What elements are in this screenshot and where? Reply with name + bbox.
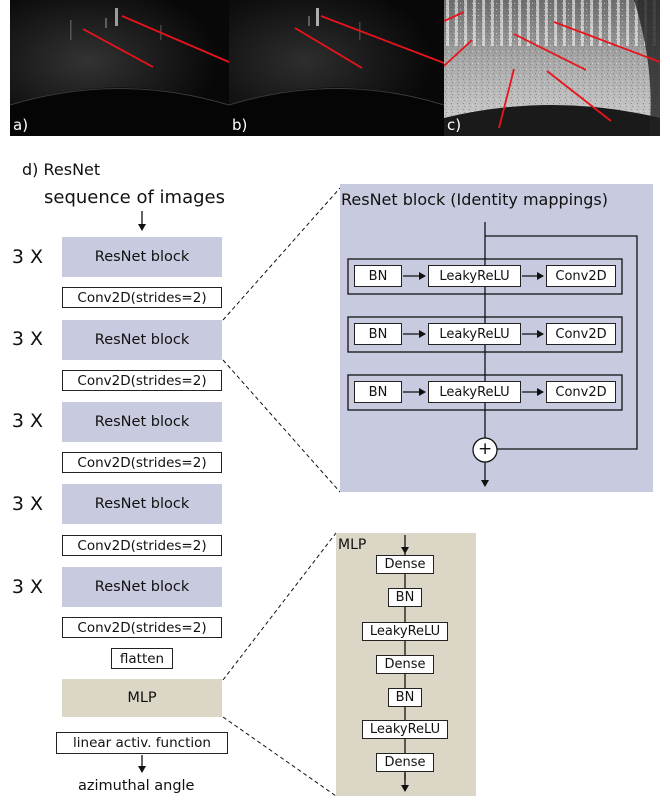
- bn-box: BN: [354, 323, 402, 345]
- panel-label: b): [232, 116, 248, 134]
- track-line: [294, 27, 363, 69]
- dense-box: Dense: [376, 555, 434, 574]
- track-line: [82, 28, 154, 68]
- repeat-label: 3 X: [11, 410, 44, 432]
- conv2d-box: Conv2D(strides=2): [62, 452, 222, 473]
- mlp-detail-panel: MLP Dense BN LeakyReLU Dense BN LeakyReL…: [336, 533, 476, 796]
- panel-a-image: [10, 0, 229, 136]
- resnet-row-frame: [347, 374, 623, 411]
- zoom-line: [222, 187, 341, 321]
- activation-box: linear activ. function: [56, 732, 228, 754]
- panel-label: a): [13, 116, 29, 134]
- repeat-label: 3 X: [11, 576, 44, 598]
- conv2d-box: Conv2D(strides=2): [62, 617, 222, 638]
- resnet-block: ResNet block: [62, 402, 222, 442]
- resnet-detail-panel: ResNet block (Identity mappings) + BN Le…: [340, 184, 653, 492]
- track-line: [553, 21, 660, 63]
- leakyrelu-box: LeakyReLU: [428, 323, 521, 345]
- track-line: [546, 70, 612, 122]
- bn-box: BN: [388, 688, 422, 707]
- track-line: [513, 33, 587, 71]
- repeat-label: 3 X: [11, 328, 44, 350]
- track-line: [498, 68, 515, 129]
- bn-box: BN: [354, 381, 402, 403]
- zoom-line: [222, 359, 341, 493]
- dense-box: Dense: [376, 655, 434, 674]
- repeat-label: 3 X: [11, 246, 44, 268]
- repeat-label: 3 X: [11, 493, 44, 515]
- track-line: [444, 11, 465, 22]
- conv2d-box: Conv2D: [546, 381, 616, 403]
- conv2d-box: Conv2D(strides=2): [62, 287, 222, 308]
- leakyrelu-box: LeakyReLU: [362, 720, 448, 739]
- resnet-block: ResNet block: [62, 237, 222, 277]
- zoom-line: [222, 716, 337, 797]
- resnet-detail-title: ResNet block (Identity mappings): [341, 190, 608, 209]
- output-label: azimuthal angle: [78, 778, 195, 794]
- track-line: [121, 15, 229, 63]
- leakyrelu-box: LeakyReLU: [428, 381, 521, 403]
- resnet-row-frame: [347, 316, 623, 353]
- bn-box: BN: [388, 588, 422, 607]
- resnet-block: ResNet block: [62, 567, 222, 607]
- panel-c: c): [444, 0, 660, 136]
- resnet-block: ResNet block: [62, 320, 222, 360]
- section-title: d) ResNet: [22, 160, 101, 179]
- input-label: sequence of images: [44, 187, 225, 208]
- mlp-detail-title: MLP: [338, 537, 367, 553]
- flatten-box: flatten: [111, 648, 173, 669]
- resnet-row-frame: [347, 258, 623, 295]
- add-symbol: +: [478, 439, 493, 459]
- dense-box: Dense: [376, 753, 434, 772]
- zoom-line: [222, 532, 337, 681]
- panel-c-image: [444, 0, 660, 136]
- leakyrelu-box: LeakyReLU: [362, 622, 448, 641]
- panel-a: a): [10, 0, 229, 136]
- conv2d-box: Conv2D: [546, 323, 616, 345]
- track-line: [320, 15, 444, 64]
- mlp-block: MLP: [62, 679, 222, 717]
- conv2d-box: Conv2D: [546, 265, 616, 287]
- leakyrelu-box: LeakyReLU: [428, 265, 521, 287]
- conv2d-box: Conv2D(strides=2): [62, 535, 222, 556]
- bn-box: BN: [354, 265, 402, 287]
- panel-label: c): [447, 116, 462, 134]
- resnet-block: ResNet block: [62, 484, 222, 524]
- panel-b-image: [229, 0, 444, 136]
- panel-b: b): [229, 0, 444, 136]
- conv2d-box: Conv2D(strides=2): [62, 370, 222, 391]
- track-line: [444, 39, 473, 67]
- add-node: [472, 437, 498, 463]
